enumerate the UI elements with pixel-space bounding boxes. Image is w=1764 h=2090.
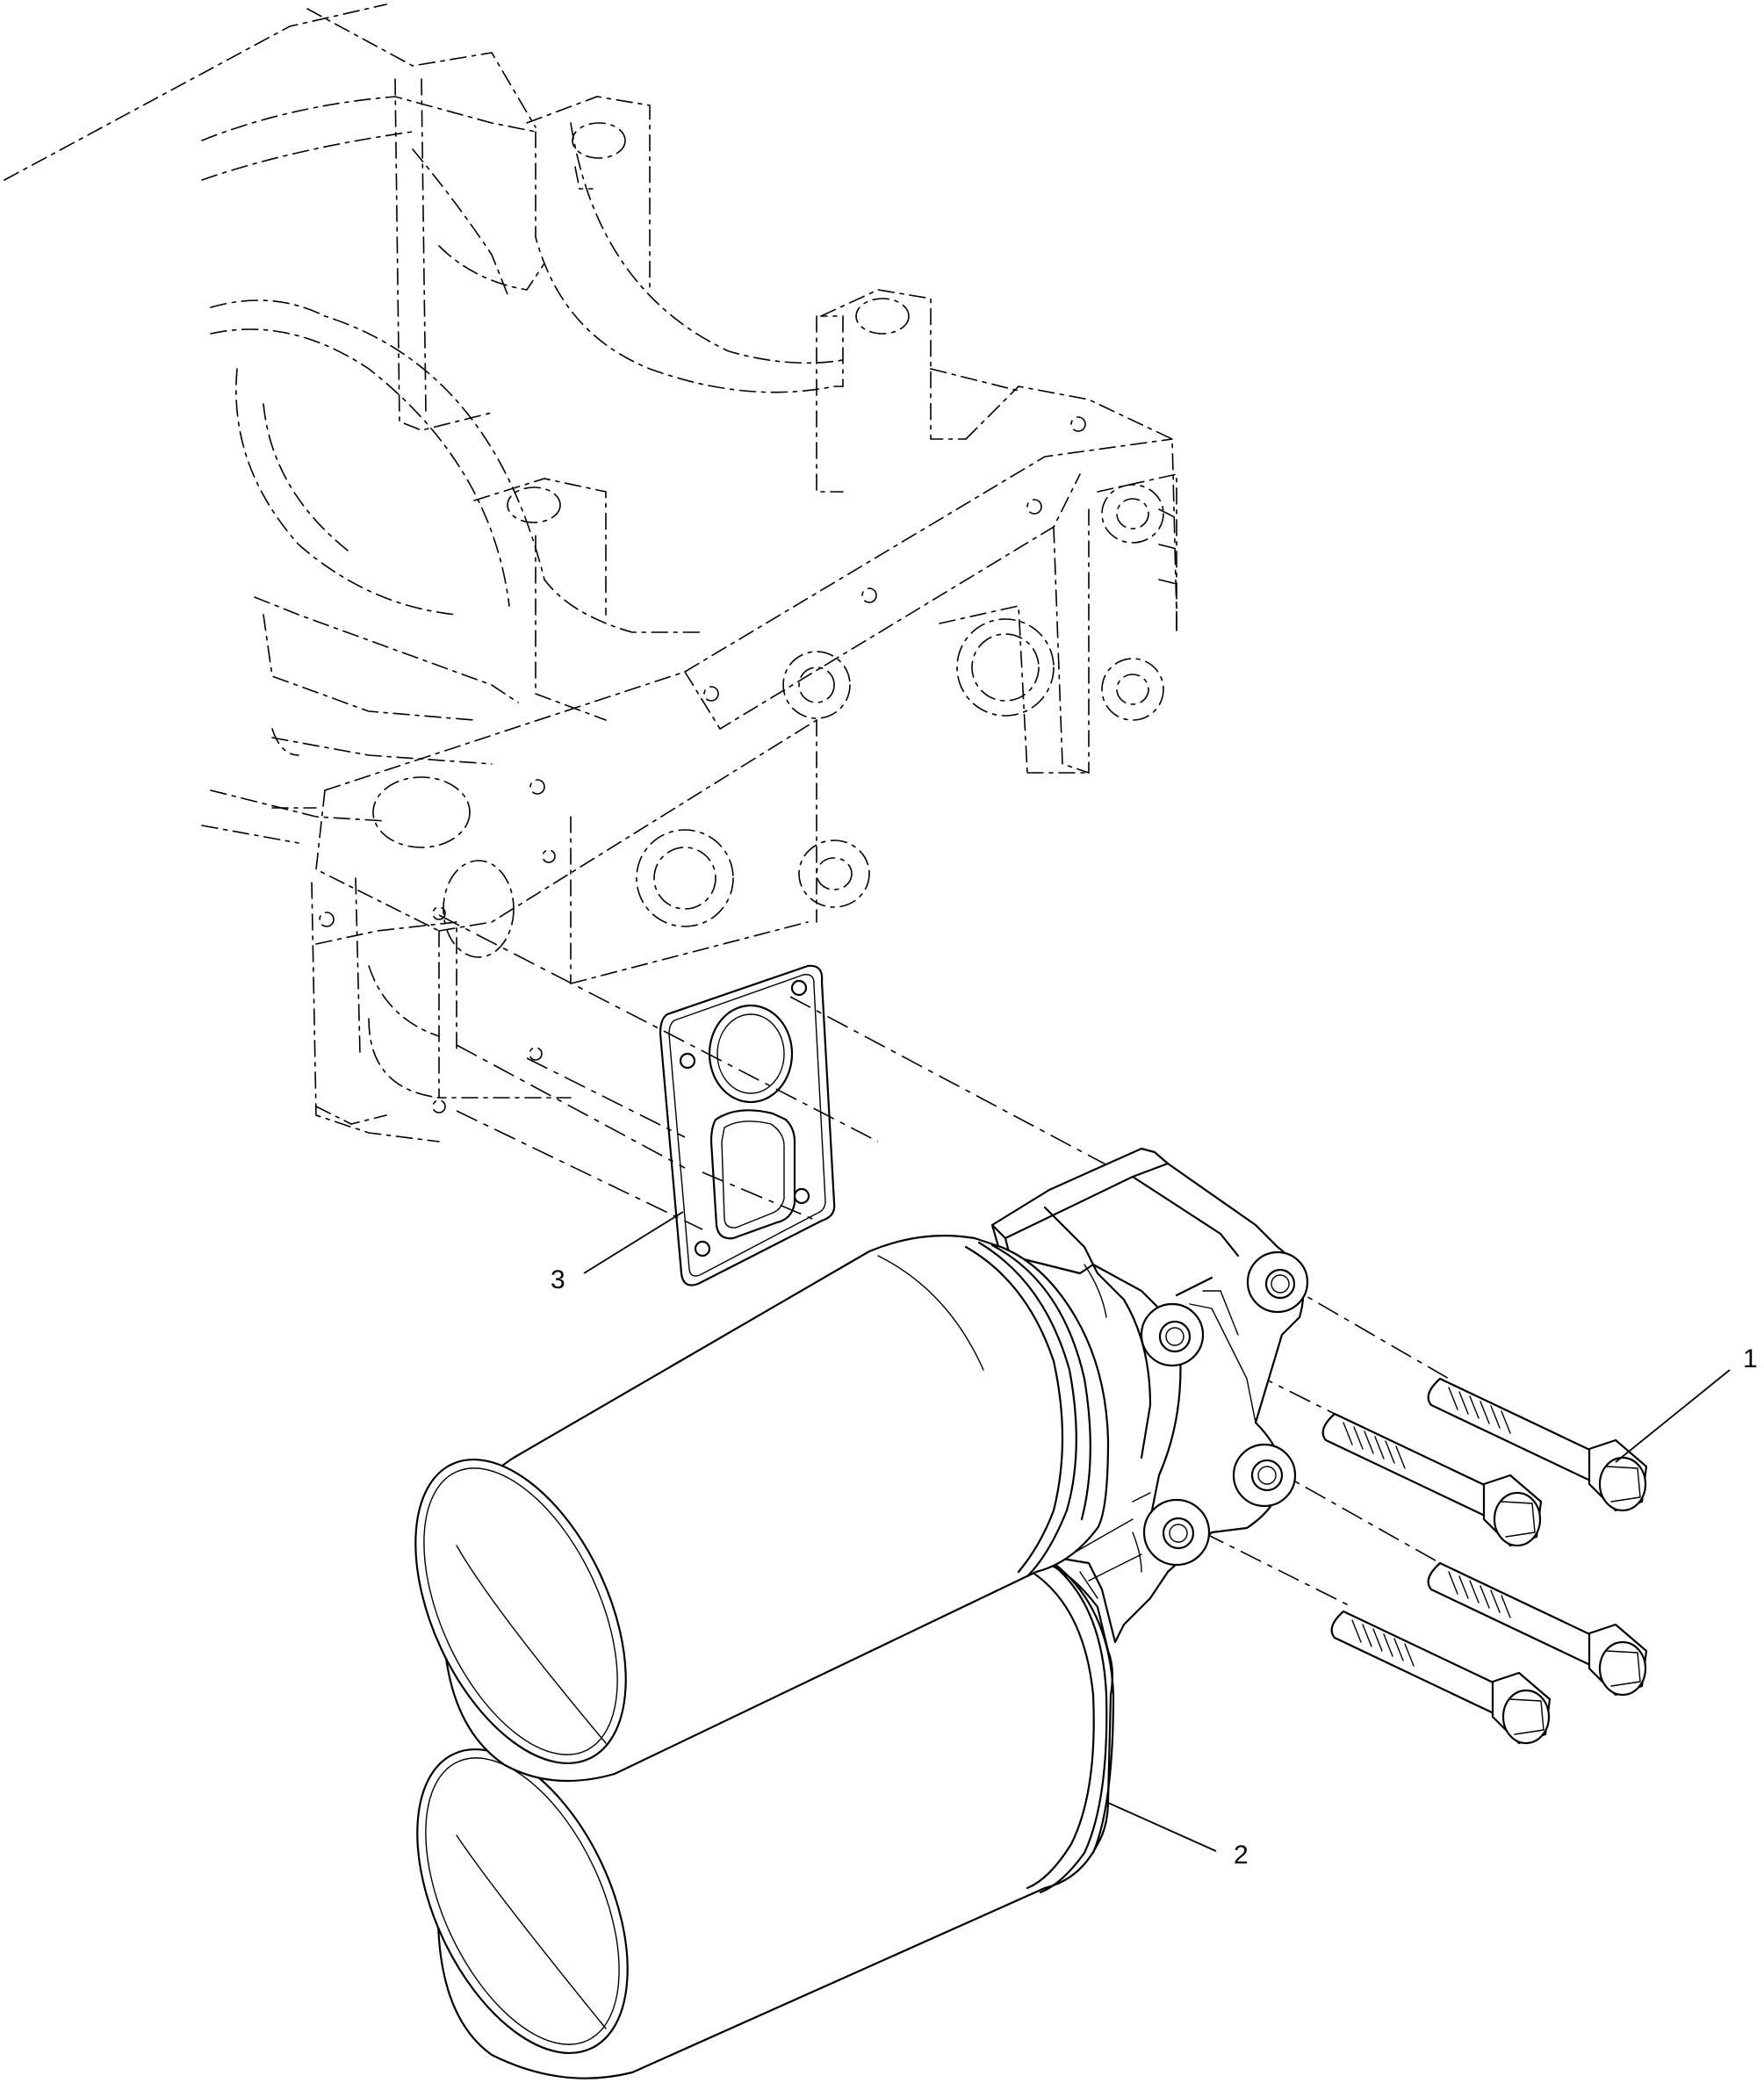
- callout-filter-label: 2: [1234, 1841, 1249, 1870]
- callout-bolt-label: 1: [1743, 1344, 1758, 1373]
- callout-bolt: 1: [1615, 1344, 1758, 1463]
- engine-block-phantom: [4, 4, 1177, 1142]
- bolt-3: [1427, 1561, 1648, 1697]
- bolt-2: [1321, 1412, 1543, 1547]
- callout-gasket: 3: [551, 1211, 684, 1294]
- filter-cartridge-upper: [414, 1235, 1110, 1783]
- callout-gasket-label: 3: [551, 1265, 565, 1294]
- gasket: [659, 964, 836, 1286]
- bolt-4: [1330, 1610, 1552, 1745]
- filter-cartridge-lower: [416, 1554, 1115, 2079]
- assembly-centerlines: [438, 914, 1450, 1608]
- callout-filter: 2: [1105, 1801, 1249, 1870]
- bolt-1: [1427, 1377, 1648, 1512]
